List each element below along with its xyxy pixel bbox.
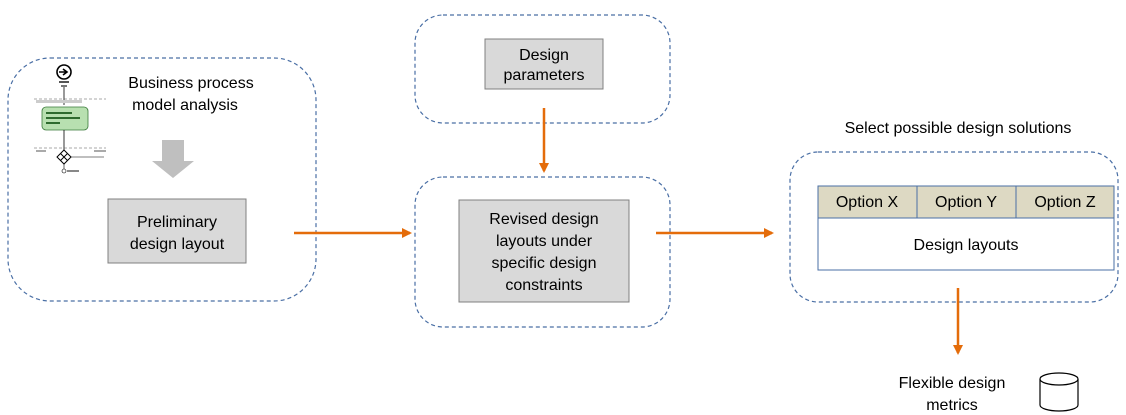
select-solutions-caption: Select possible design solutions (845, 120, 1072, 137)
right-dashed-container (789, 151, 1119, 303)
option-z-cell (1015, 185, 1115, 219)
center-dashed-container (414, 176, 671, 328)
design-parameters-line2: parameters (504, 67, 585, 84)
design-layouts-cell (817, 217, 1115, 271)
revised-layouts-line4: constraints (505, 277, 582, 294)
options-table: Option X Option Y Option Z Design layout… (817, 185, 1115, 271)
revised-layouts-line1: Revised design (489, 211, 598, 228)
preliminary-layout-line2: design layout (130, 236, 225, 253)
flexible-metrics-line2: metrics (926, 397, 978, 414)
option-x-label: Option X (836, 194, 899, 211)
preliminary-layout-box (107, 198, 247, 264)
down-block-arrow (152, 140, 194, 178)
left-group-title-line2: model analysis (132, 97, 238, 114)
revised-layouts-box (458, 199, 630, 303)
flexible-metrics-line1: Flexible design (899, 375, 1006, 392)
design-parameters-line1: Design (519, 47, 569, 64)
revised-layouts-line2: layouts under (496, 233, 593, 250)
design-parameters-box (484, 38, 604, 90)
database-cylinder-icon (1039, 372, 1079, 412)
revised-layouts-line3: specific design (492, 255, 597, 272)
option-x-cell (817, 185, 918, 219)
preliminary-layout-line1: Preliminary (137, 214, 217, 231)
option-z-label: Option Z (1034, 194, 1096, 211)
option-y-label: Option Y (935, 194, 997, 211)
bpmn-diagram-thumbnail-icon (34, 64, 106, 174)
left-dashed-container (7, 57, 317, 302)
left-group-title-line1: Business process (128, 75, 253, 92)
design-layouts-label: Design layouts (914, 237, 1019, 254)
params-dashed-container (414, 14, 671, 124)
